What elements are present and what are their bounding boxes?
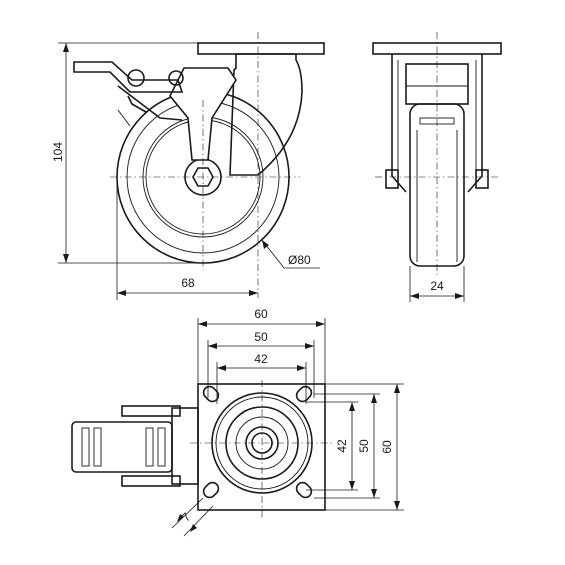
- top-slot-tl: [202, 385, 220, 403]
- front-swivel-housing: [405, 63, 469, 105]
- top-brake-rib-3: [145, 427, 154, 467]
- side-brake-arm: [117, 85, 183, 121]
- dim-total-height-label: 104: [51, 142, 65, 162]
- dim-slot-width: 7: [171, 497, 214, 537]
- dim-plate-width-label: 60: [254, 307, 268, 321]
- side-brake-pivot-b: [168, 70, 184, 86]
- dim-bolt-spacing-outer-label: 50: [254, 330, 268, 344]
- side-brake-spring: [117, 109, 131, 127]
- front-view: [372, 32, 502, 275]
- side-view: [73, 32, 325, 298]
- dim-wheel-width: 24: [409, 266, 465, 302]
- dim-bolt-spacing-inner-label: 42: [254, 352, 268, 366]
- top-brake-pin-bottom: [121, 475, 181, 487]
- dim-bolt-spacing-vertical-outer-label: 50: [357, 439, 371, 453]
- front-axle-nut-left: [385, 169, 399, 189]
- dim-plate-height: 60: [325, 383, 404, 511]
- side-brake-pivot-a: [127, 69, 145, 87]
- side-swivel-body: [229, 53, 303, 176]
- side-brake-pedal: [73, 61, 184, 93]
- side-top-plate: [197, 42, 325, 55]
- dim-plate-width: 60: [197, 307, 326, 384]
- front-fork: [391, 54, 483, 193]
- dim-bolt-spacing-vertical-outer: 50: [314, 393, 380, 499]
- dim-total-height: 104: [51, 42, 200, 264]
- top-brake-bracket: [171, 407, 199, 485]
- top-view: [71, 380, 335, 518]
- dim-side-offset-label: 68: [181, 276, 195, 290]
- dim-bolt-spacing-outer: 50: [207, 330, 315, 398]
- dim-bolt-spacing-vertical-inner: 42: [306, 401, 358, 491]
- front-axle-nut-right: [475, 169, 489, 189]
- top-brake-pedal: [71, 421, 173, 473]
- dim-wheel-diameter: Ø80: [261, 239, 320, 269]
- top-slot-br: [295, 481, 313, 499]
- dim-bolt-spacing-vertical-inner-label: 42: [335, 439, 349, 453]
- top-brake-rib-4: [157, 427, 166, 467]
- dim-side-offset: 68: [116, 177, 258, 300]
- top-brake-rib-1: [81, 427, 90, 467]
- dim-plate-height-label: 60: [380, 440, 394, 454]
- dim-slot-width-label: 7: [179, 510, 194, 525]
- front-fork-inner: [397, 60, 477, 172]
- side-fork-leg: [169, 67, 237, 161]
- top-brake-pin-top: [121, 405, 181, 417]
- top-slot-tr: [295, 385, 313, 403]
- dim-bolt-spacing-inner: 42: [216, 352, 307, 404]
- dim-wheel-diameter-label: Ø80: [288, 253, 311, 267]
- top-brake-rib-2: [93, 427, 102, 467]
- dim-wheel-width-label: 24: [430, 279, 444, 293]
- top-slot-bl: [202, 481, 220, 499]
